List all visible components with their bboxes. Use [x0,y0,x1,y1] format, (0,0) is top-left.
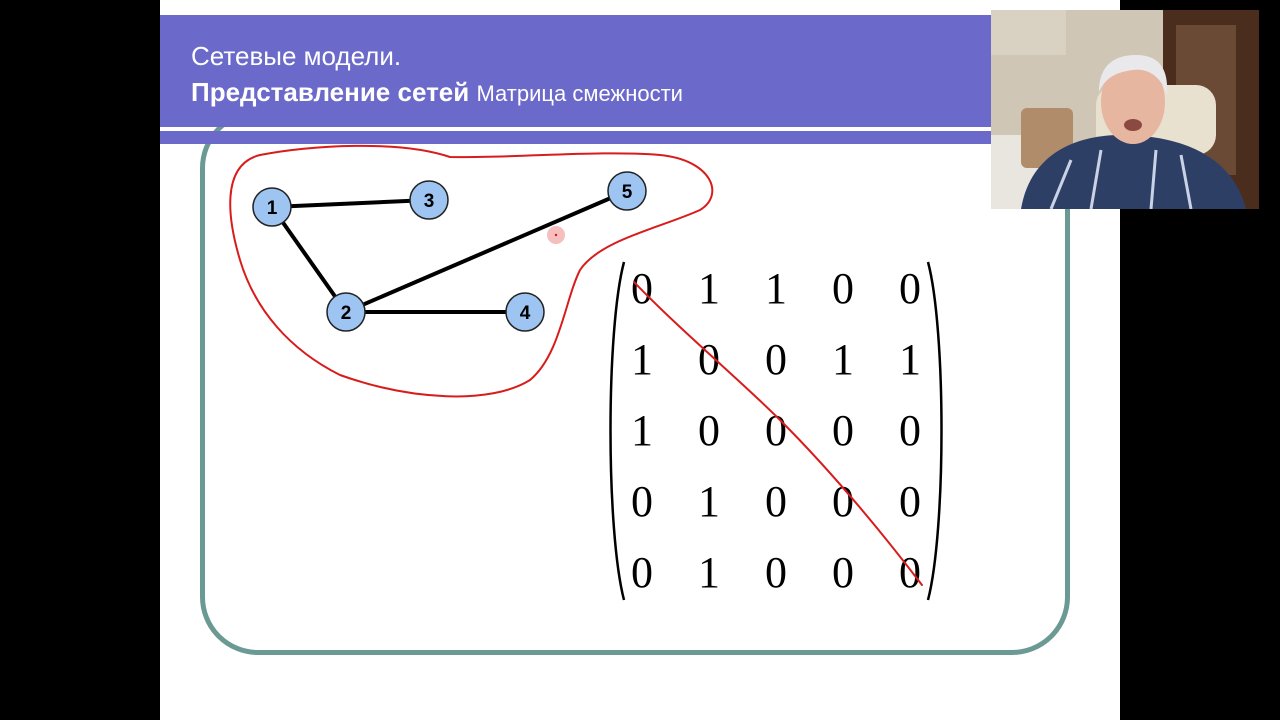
slide: Сетевые модели. Представление сетей Матр… [160,0,1120,720]
graph-node-4: 4 [505,292,545,332]
matrix-cell-4-5: 0 [899,477,921,526]
ink-lasso [229,144,714,398]
matrix-cell-2-3: 0 [765,335,787,384]
slide-subtitle: Представление сетей Матрица смежности [191,77,683,109]
matrix-cell-3-4: 0 [832,406,854,455]
matrix-cell-5-3: 0 [765,548,787,597]
presenter-webcam [991,10,1259,209]
node-circle [409,180,449,220]
matrix-cell-1-1: 0 [631,264,653,313]
node-label: 5 [622,182,633,203]
matrix-cell-5-1: 0 [631,548,653,597]
graph-node-1: 1 [252,187,292,227]
matrix-right-paren [926,261,943,601]
subtitle-bold: Представление сетей [191,77,470,107]
matrix-cell-3-3: 0 [765,406,787,455]
matrix-cell-2-4: 1 [832,335,854,384]
matrix-cell-1-5: 0 [899,264,921,313]
graph-edge-1-2 [270,205,348,314]
node-label: 2 [341,303,352,324]
matrix-cell-2-1: 1 [631,335,653,384]
node-circle [505,292,545,332]
matrix-cell-5-4: 0 [832,548,854,597]
matrix-cell-4-3: 0 [765,477,787,526]
matrix-cell-4-4: 0 [832,477,854,526]
node-circle [326,292,366,332]
matrix-cell-1-3: 1 [765,264,787,313]
presenter-video-icon [991,10,1259,209]
matrix-left-paren [609,261,626,601]
ink-diagonal-strike [633,281,923,586]
subtitle-rest: Матрица смежности [476,81,683,106]
node-circle [252,187,292,227]
title-stripe [160,131,1120,144]
matrix-cell-2-2: 0 [698,335,720,384]
graph-edge-2-5 [344,189,629,314]
matrix-cell-1-2: 1 [698,264,720,313]
graph-edge-1-3 [270,198,431,209]
matrix-cell-4-1: 0 [631,477,653,526]
graph-node-3: 3 [409,180,449,220]
graph-node-2: 2 [326,292,366,332]
node-label: 3 [424,191,435,212]
slide-title: Сетевые модели. [191,41,402,71]
title-bar: Сетевые модели. Представление сетей Матр… [160,15,1120,127]
matrix-cell-3-2: 0 [698,406,720,455]
matrix-cell-4-2: 1 [698,477,720,526]
matrix-cell-1-4: 0 [832,264,854,313]
node-label: 4 [520,303,531,324]
matrix-cell-5-2: 1 [698,548,720,597]
matrix-cell-2-5: 1 [899,335,921,384]
matrix-cell-3-5: 0 [899,406,921,455]
graph-node-5: 5 [607,171,647,211]
node-circle [607,171,647,211]
matrix-cell-5-5: 0 [899,548,921,597]
node-label: 1 [267,198,278,219]
matrix-cell-3-1: 1 [631,406,653,455]
